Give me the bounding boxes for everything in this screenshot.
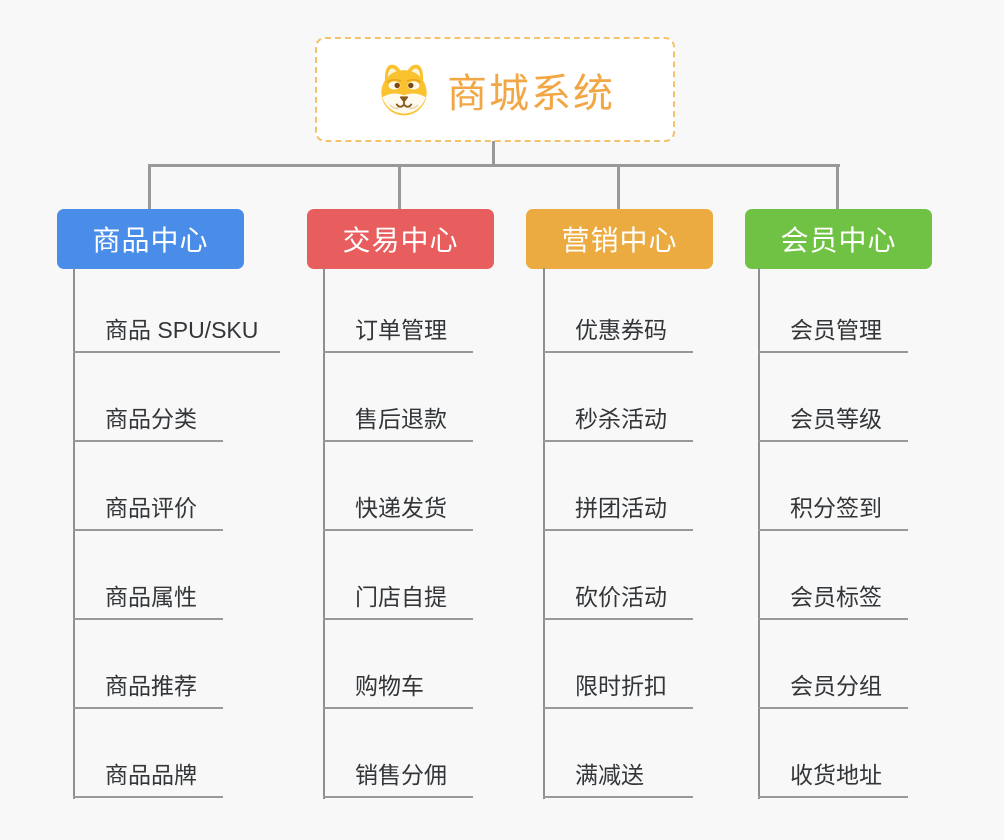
branch-children-trade-center: 订单管理 售后退款 快递发货 门店自提 购物车 销售分佣 — [323, 264, 473, 798]
leaf-node-product-review[interactable]: 商品评价 — [73, 442, 223, 531]
branch-children-member-center: 会员管理 会员等级 积分签到 会员标签 会员分组 收货地址 — [758, 264, 908, 798]
connector-column-trade — [323, 268, 325, 799]
leaf-node-limited-time-discount[interactable]: 限时折扣 — [543, 620, 693, 709]
connector-column-members — [758, 268, 760, 799]
leaf-node-express-delivery[interactable]: 快递发货 — [323, 442, 473, 531]
leaf-node-product-category[interactable]: 商品分类 — [73, 353, 223, 442]
connector-drop-trade — [398, 164, 401, 210]
connector-drop-members — [836, 164, 839, 210]
connector-column-marketing — [543, 268, 545, 799]
connector-trunk — [148, 164, 840, 167]
connector-drop-marketing — [617, 164, 620, 210]
connector-column-products — [73, 268, 75, 799]
leaf-node-points-checkin[interactable]: 积分签到 — [758, 442, 908, 531]
leaf-node-flash-sale[interactable]: 秒杀活动 — [543, 353, 693, 442]
leaf-node-member-groups[interactable]: 会员分组 — [758, 620, 908, 709]
leaf-node-bargain-activity[interactable]: 砍价活动 — [543, 531, 693, 620]
branch-node-trade-center[interactable]: 交易中心 — [307, 209, 494, 269]
leaf-node-full-reduction[interactable]: 满减送 — [543, 709, 693, 798]
branch-node-product-center[interactable]: 商品中心 — [57, 209, 244, 269]
leaf-node-shopping-cart[interactable]: 购物车 — [323, 620, 473, 709]
connector-drop-products — [148, 164, 151, 210]
leaf-node-sales-commission[interactable]: 销售分佣 — [323, 709, 473, 798]
connector-root-stub — [492, 141, 495, 166]
leaf-node-product-spu-sku[interactable]: 商品 SPU/SKU — [73, 264, 281, 353]
leaf-node-order-management[interactable]: 订单管理 — [323, 264, 473, 353]
branch-node-marketing-center[interactable]: 营销中心 — [526, 209, 713, 269]
leaf-node-aftersale-refund[interactable]: 售后退款 — [323, 353, 473, 442]
branch-children-product-center: 商品 SPU/SKU 商品分类 商品评价 商品属性 商品推荐 商品品牌 — [73, 264, 281, 798]
leaf-node-store-pickup[interactable]: 门店自提 — [323, 531, 473, 620]
leaf-node-shipping-address[interactable]: 收货地址 — [758, 709, 908, 798]
leaf-node-member-level[interactable]: 会员等级 — [758, 353, 908, 442]
leaf-node-coupon-codes[interactable]: 优惠券码 — [543, 264, 693, 353]
leaf-node-group-buy[interactable]: 拼团活动 — [543, 442, 693, 531]
branch-node-member-center[interactable]: 会员中心 — [745, 209, 932, 269]
leaf-node-product-attribute[interactable]: 商品属性 — [73, 531, 223, 620]
root-node-mall-system[interactable]: 商城系统 — [315, 37, 675, 142]
root-title: 商城系统 — [447, 71, 615, 116]
leaf-node-member-tags[interactable]: 会员标签 — [758, 531, 908, 620]
leaf-node-member-management[interactable]: 会员管理 — [758, 264, 908, 353]
shiba-dog-icon — [375, 61, 433, 119]
leaf-node-product-brand[interactable]: 商品品牌 — [73, 709, 223, 798]
branch-children-marketing-center: 优惠券码 秒杀活动 拼团活动 砍价活动 限时折扣 满减送 — [543, 264, 693, 798]
leaf-node-product-recommend[interactable]: 商品推荐 — [73, 620, 223, 709]
